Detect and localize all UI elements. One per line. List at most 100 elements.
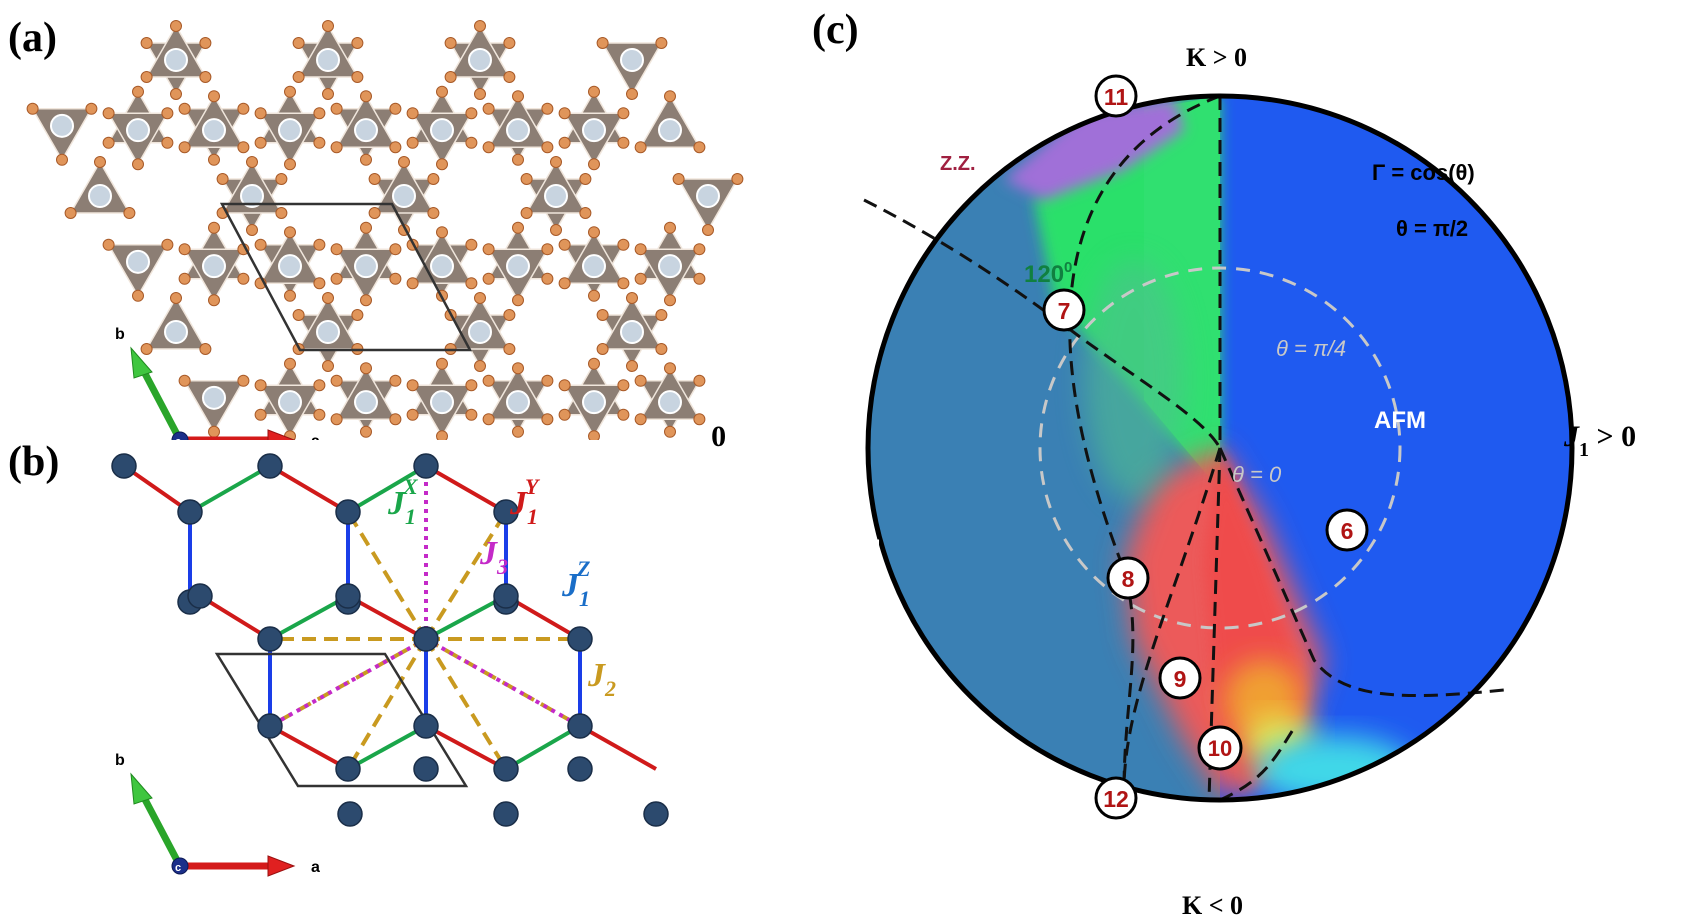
ligand-atom xyxy=(94,156,106,168)
metal-site xyxy=(164,320,188,344)
ligand-atom xyxy=(617,107,630,120)
metal-site xyxy=(658,390,682,415)
ligand-atom xyxy=(617,277,630,290)
panel-label-a: (a) xyxy=(8,15,57,61)
metal-site xyxy=(392,184,416,208)
j3-path xyxy=(425,637,581,728)
ligand-atom xyxy=(170,292,182,304)
svg-text:7: 7 xyxy=(1058,298,1071,324)
nn-bond xyxy=(269,724,349,771)
ligand-atom xyxy=(322,20,334,32)
metal-site xyxy=(202,118,226,143)
metal-site xyxy=(354,254,378,279)
ligand-atom xyxy=(254,107,267,120)
metal-site xyxy=(164,48,188,72)
ligand-atom xyxy=(512,153,524,166)
ligand-atom xyxy=(588,289,600,302)
unit-cell-outline xyxy=(219,202,473,352)
ligand-atom xyxy=(474,20,486,32)
nn-bond xyxy=(189,464,271,514)
ligand-atom xyxy=(427,173,440,185)
ligand-atom xyxy=(634,243,647,256)
ligand-atom xyxy=(178,243,191,256)
ligand-atom xyxy=(520,207,533,219)
lattice-atom xyxy=(257,626,283,652)
ligand-atom xyxy=(292,309,305,321)
ligand-atom xyxy=(617,238,630,251)
ligand-atom xyxy=(503,343,516,355)
ligand-atom xyxy=(360,90,372,103)
ligand-atom xyxy=(634,374,647,387)
ligand-atom xyxy=(322,292,334,304)
ligand-atom xyxy=(199,343,212,355)
ligand-atom xyxy=(579,207,592,219)
ligand-atom xyxy=(655,343,668,355)
axis-label-b: b xyxy=(115,326,125,343)
ligand-atom xyxy=(596,309,609,321)
gamma-label: Γ = cos(θ) xyxy=(1372,160,1475,185)
ligand-atom xyxy=(322,360,334,372)
nn-bond xyxy=(268,464,350,514)
metal-site xyxy=(582,254,606,279)
ligand-atom xyxy=(474,88,486,100)
ligand-atom xyxy=(389,413,402,426)
metal-site xyxy=(620,320,644,344)
label-J3: J3 xyxy=(479,535,508,579)
ligand-atom xyxy=(199,71,212,83)
metal-site xyxy=(582,390,606,415)
ligand-atom xyxy=(664,294,676,307)
ligand-atom xyxy=(322,88,334,100)
lattice-atom xyxy=(177,499,203,525)
ligand-atom xyxy=(360,221,372,234)
metal-site xyxy=(696,184,720,208)
metal-site xyxy=(468,320,492,344)
ligand-atom xyxy=(558,408,571,421)
ligand-atom xyxy=(550,224,562,236)
svg-text:10: 10 xyxy=(1208,736,1232,761)
lattice-atom xyxy=(257,713,283,739)
ligand-atom xyxy=(389,243,402,256)
phase-disc-border xyxy=(865,93,1575,803)
ligand-atom xyxy=(360,294,372,307)
ligand-atom xyxy=(161,107,174,120)
lattice-atom xyxy=(257,453,283,479)
ligand-atom xyxy=(132,85,144,98)
lattice-atom xyxy=(413,453,439,479)
ligand-atom xyxy=(178,141,191,154)
metal-site xyxy=(506,118,530,143)
ligand-atom xyxy=(330,413,343,426)
atom-layer xyxy=(111,453,669,827)
ligand-atom xyxy=(436,158,448,171)
ligand-atom xyxy=(482,374,495,387)
ligand-atom xyxy=(702,224,714,236)
metal-site xyxy=(658,254,682,279)
unit-cell-outline-b xyxy=(214,652,469,788)
ligand-atom xyxy=(617,408,630,421)
theta-0-label: θ = 0 xyxy=(1232,462,1282,487)
ligand-atom xyxy=(617,136,630,149)
ligand-atom xyxy=(482,102,495,115)
bond-layer xyxy=(122,464,657,771)
metal-site xyxy=(582,118,606,143)
ligand-atom xyxy=(512,362,524,375)
ligand-atom xyxy=(664,90,676,103)
ligand-atom xyxy=(436,357,448,370)
ligand-atom xyxy=(161,238,174,251)
ligand-atom xyxy=(406,107,419,120)
ligand-atom xyxy=(313,107,326,120)
ligand-atom xyxy=(132,158,144,171)
ligand-atom xyxy=(558,238,571,251)
ligand-atom xyxy=(550,156,562,168)
ligand-atom xyxy=(389,102,402,115)
right-axis-label: J1 > 0 xyxy=(1563,420,1636,461)
ligand-atom xyxy=(693,272,706,285)
ligand-atom xyxy=(626,292,638,304)
ligand-atom xyxy=(596,37,609,49)
ligand-atom xyxy=(406,277,419,290)
svg-text:6: 6 xyxy=(1341,518,1354,544)
ligand-atom xyxy=(360,425,372,438)
left-axis-label: J1 < 0 xyxy=(704,420,726,461)
svg-text:12: 12 xyxy=(1103,786,1129,812)
ligand-atom xyxy=(102,107,115,120)
axis-label-a2: a xyxy=(311,859,320,876)
